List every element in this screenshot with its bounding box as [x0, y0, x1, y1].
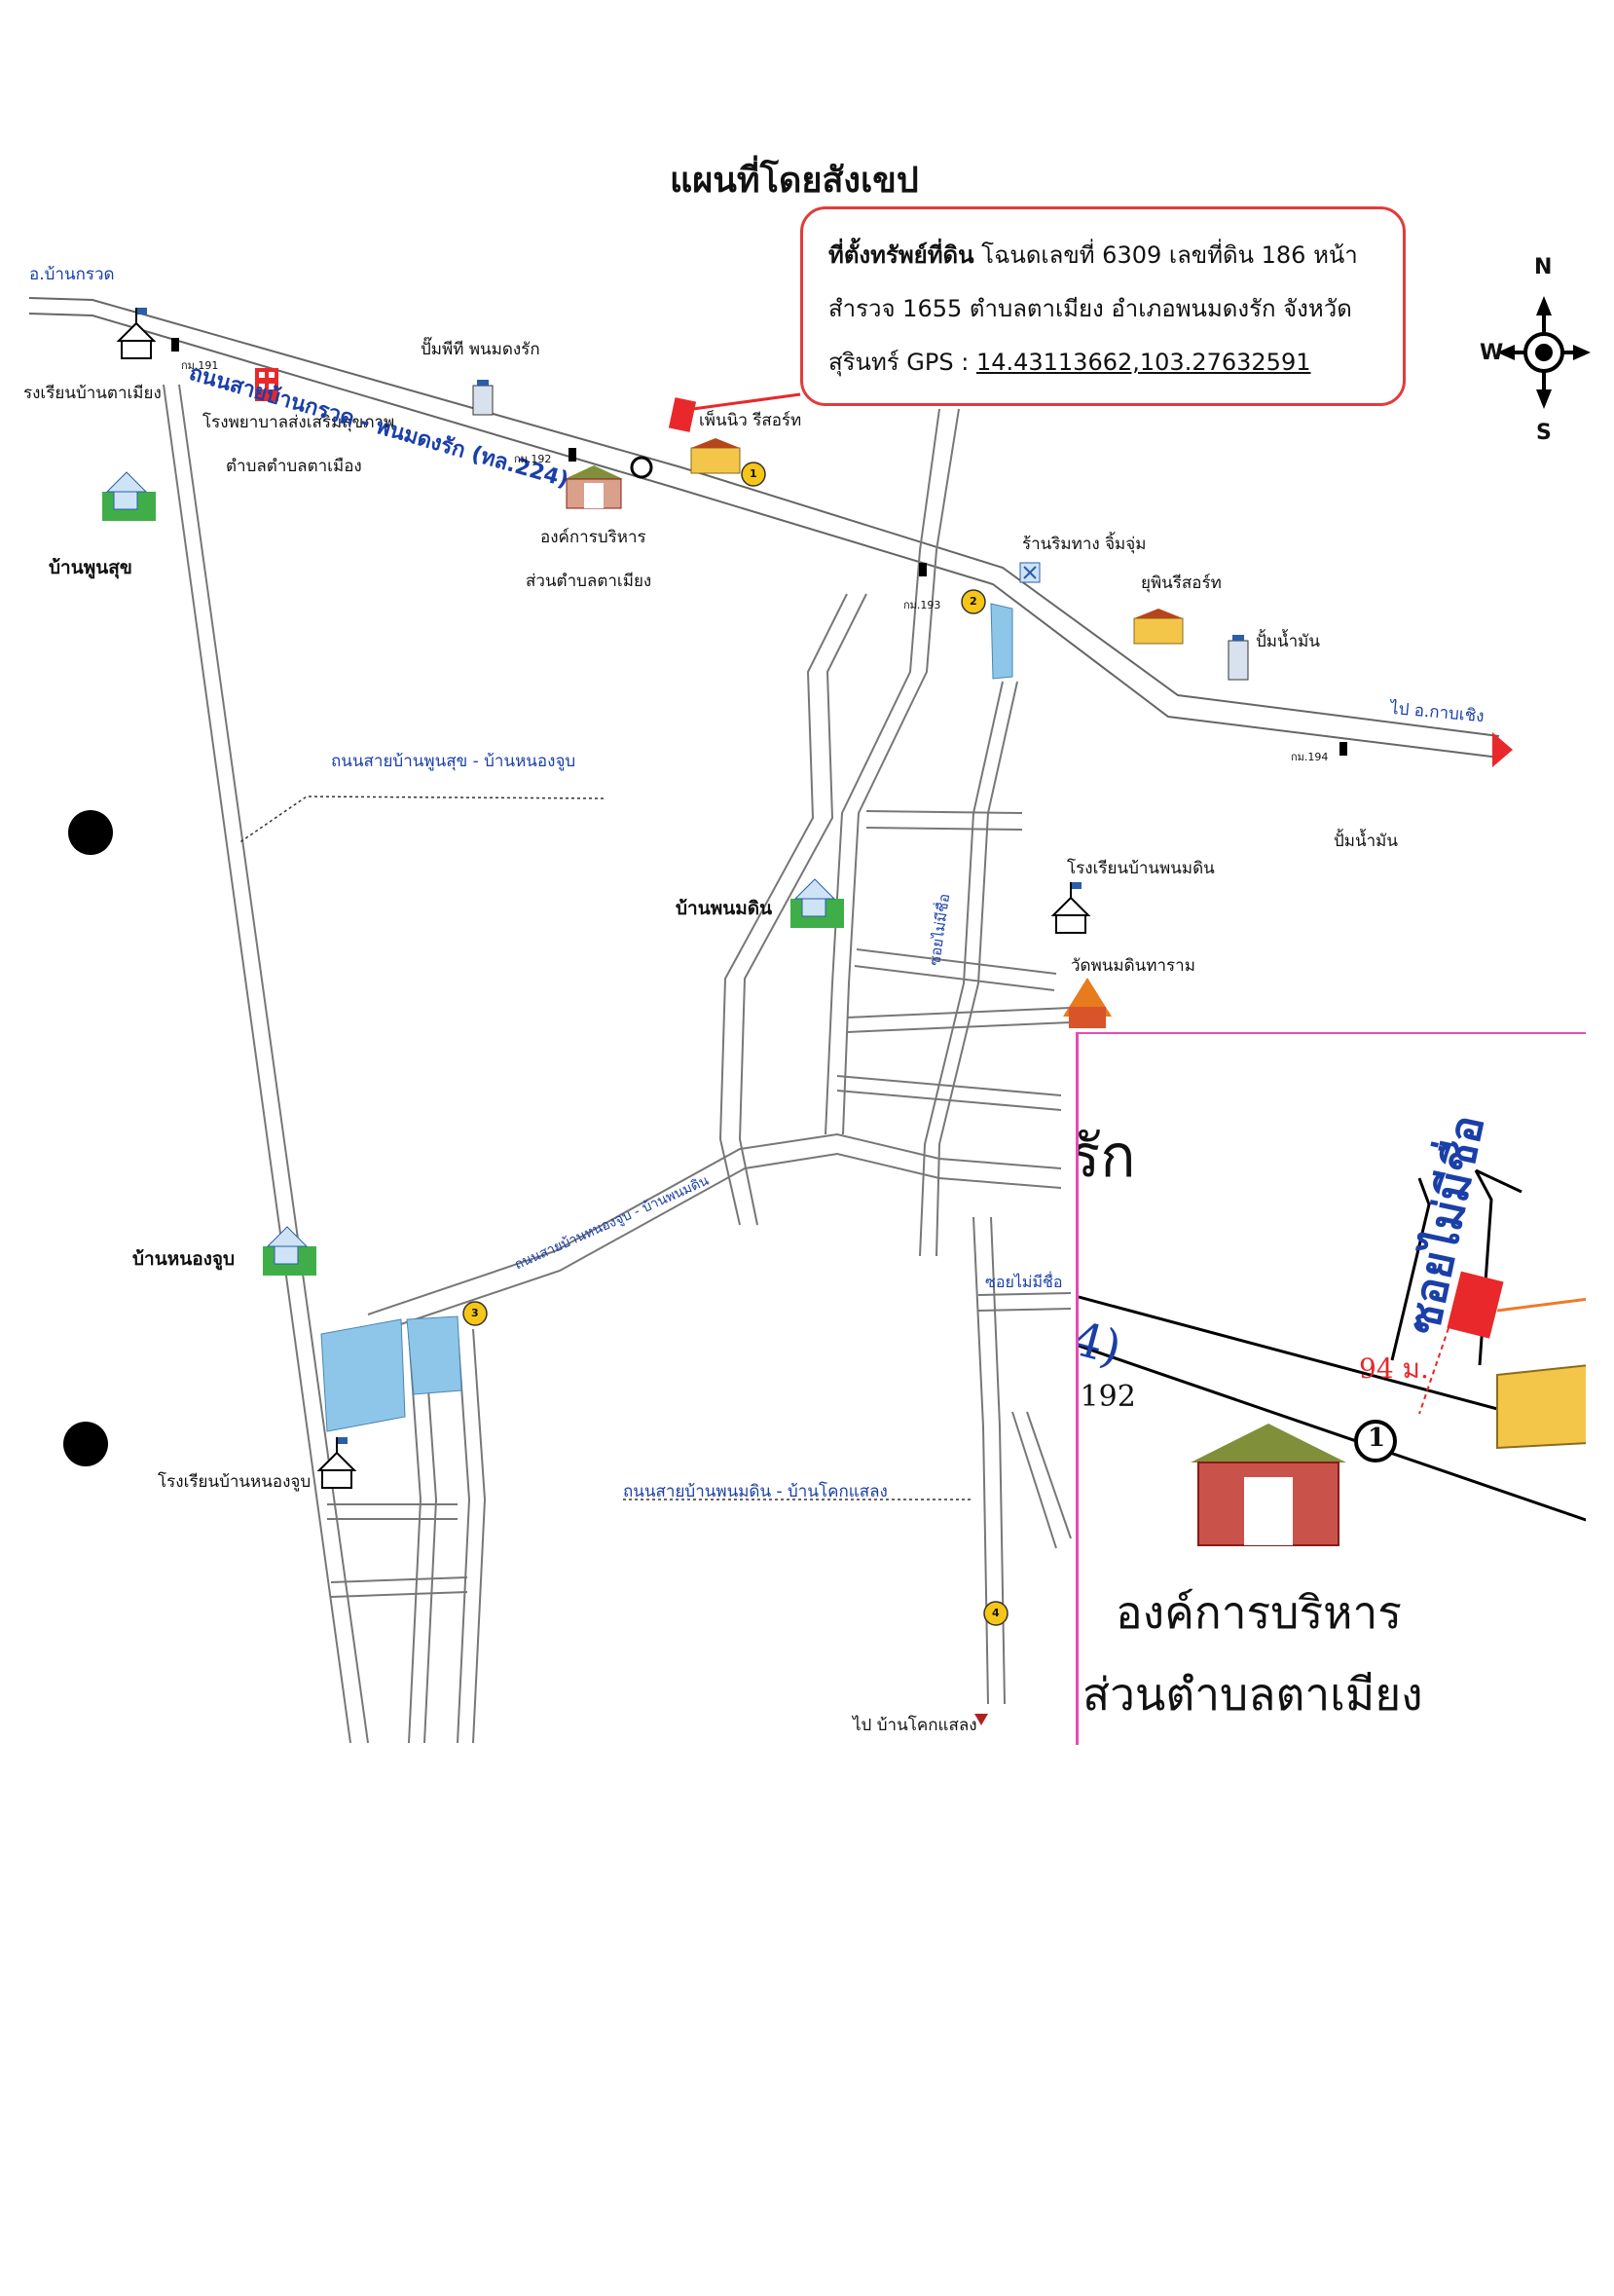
label-km-192: กม.192 — [514, 453, 552, 465]
km-post-icon — [569, 448, 576, 462]
inset-label-km: .192 — [1076, 1380, 1136, 1414]
school-icon — [116, 308, 157, 359]
label-temple: วัดพนมดินทาราม — [1071, 956, 1195, 976]
info-line1: โฉนดเลขที่ 6309 เลขที่ดิน 186 หน้า — [981, 241, 1358, 269]
km-post-icon — [1339, 742, 1347, 756]
label-hospital-1: โรงพยาบาลส่งเสริมสุขภาพ — [202, 413, 395, 432]
resort-icon — [690, 438, 741, 474]
pond — [320, 1318, 406, 1432]
gps-coordinates[interactable]: 14.43113662,103.27632591 — [975, 349, 1311, 376]
label-road-phanom-din: ถนนสายบ้านพนมดิน - บ้านโคกแสลง — [623, 1482, 888, 1501]
inset-route-shield-icon — [1354, 1420, 1397, 1463]
label-road-phun-suk: ถนนสายบ้านพูนสุข - บ้านหนองจูบ — [331, 752, 576, 771]
label-gas-station-1: ปั๊มพีที พนมดงรัก — [421, 340, 540, 359]
village-icon — [790, 878, 844, 928]
info-line2: สำรวจ 1655 ตำบลตาเมียง อำเภอพนมดงรัก จัง… — [828, 295, 1352, 322]
marker-4 — [983, 1601, 1009, 1626]
village-icon — [102, 471, 156, 521]
label-gas-station-3: ปั้มน้ำมัน — [1334, 832, 1398, 851]
restaurant-icon — [1019, 562, 1041, 583]
inset-label-obt-2: ส่วนตำบลตาเมียง — [1082, 1668, 1423, 1721]
main-highway — [28, 297, 1500, 759]
label-school-nong-chup: โรงเรียนบ้านหนองจูบ — [158, 1472, 312, 1492]
gas-pump-icon — [472, 380, 494, 416]
km-post-icon — [171, 338, 179, 352]
gas-pump-icon — [1228, 635, 1249, 681]
label-gas-station-2: ปั้มน้ำมัน — [1256, 632, 1320, 651]
label-ban-phanom-din: บ้านพนมดิน — [676, 898, 773, 919]
marker-2-label: 2 — [970, 595, 977, 608]
info-heading: ที่ตั้งทรัพย์ที่ดิน — [828, 241, 974, 269]
label-hospital-2: ตำบลตำบลตาเมือง — [226, 457, 362, 476]
map-title: แผนที่โดยสังเขป — [670, 161, 919, 201]
marker-4-label: 4 — [992, 1607, 1000, 1619]
inset-marker-label: 1 — [1368, 1424, 1386, 1453]
label-resort-1: เพ็นนิว รีสอร์ท — [699, 411, 802, 430]
label-to-khok-saeng: ไป บ้านโคกแสลง — [853, 1716, 977, 1735]
school-icon — [1050, 882, 1091, 934]
marker-2 — [961, 589, 986, 614]
government-building-icon — [565, 465, 623, 509]
compass-s: S — [1536, 421, 1552, 445]
marker-1-label: 1 — [750, 467, 757, 480]
label-km-191: กม.191 — [181, 359, 219, 372]
parcel-pointer — [692, 392, 801, 411]
label-ban-kruat: อ.บ้านกรวด — [29, 265, 115, 284]
compass-w: W — [1480, 341, 1504, 365]
compass-rose-icon — [1497, 296, 1591, 409]
label-school-phanom-din: โรงเรียนบ้านพนมดิน — [1067, 859, 1215, 878]
road-nong-chup — [367, 1132, 1062, 1335]
label-restaurant: ร้านริมทาง จิ้มจุ่ม — [1022, 535, 1147, 554]
label-km-193: กม.193 — [903, 599, 941, 611]
village-icon — [263, 1226, 316, 1276]
road-phun-suk — [163, 384, 369, 1744]
property-info-box: ที่ตั้งทรัพย์ที่ดิน โฉนดเลขที่ 6309 เลขท… — [800, 206, 1406, 406]
info-line3-prefix: สุรินทร์ GPS : — [828, 349, 976, 376]
label-ban-phun-suk: บ้านพูนสุข — [49, 557, 132, 578]
label-school-ta-miang: รงเรียนบ้านตาเมียง — [23, 384, 162, 403]
resort-icon — [1133, 609, 1184, 645]
punch-hole — [68, 810, 113, 855]
label-soi-horizontal: ซอยไม่มีชื่อ — [985, 1273, 1063, 1291]
inset-label-obt-1: องค์การบริหาร — [1116, 1586, 1403, 1639]
label-obt-2: ส่วนตำบลตาเมียง — [526, 572, 652, 591]
land-parcel — [668, 397, 697, 432]
pond — [990, 603, 1013, 680]
leader-line — [238, 796, 605, 844]
school-icon — [316, 1437, 357, 1489]
marker-3-label: 3 — [471, 1307, 479, 1319]
inset-label-rak: รัก — [1079, 1123, 1136, 1191]
inset-land-parcel — [1447, 1271, 1504, 1339]
km-post-icon — [919, 563, 927, 576]
down-arrow-icon — [974, 1714, 988, 1725]
marker-3 — [462, 1301, 488, 1326]
arrow-east-icon — [1492, 732, 1513, 767]
label-resort-2: ยุพินรีสอร์ท — [1141, 574, 1222, 593]
inset-label-distance: 94 ม. — [1359, 1352, 1429, 1385]
route-shield-icon — [630, 456, 653, 479]
pond — [406, 1315, 462, 1395]
hospital-icon — [255, 368, 278, 401]
marker-1 — [741, 462, 766, 487]
compass-n: N — [1534, 255, 1553, 279]
label-km-194: กม.194 — [1291, 751, 1329, 763]
inset-map: รัก 4) .192 ซอยไม่มีชื่อ 94 ม. 1 องค์การ… — [1076, 1032, 1586, 1745]
inset-government-building-icon — [1191, 1424, 1346, 1546]
label-obt-1: องค์การบริหาร — [540, 528, 646, 547]
label-ban-nong-chup: บ้านหนองจูบ — [132, 1248, 236, 1270]
punch-hole — [63, 1422, 108, 1466]
inset-canvas — [1079, 1168, 1586, 1546]
temple-icon — [1063, 978, 1112, 1028]
